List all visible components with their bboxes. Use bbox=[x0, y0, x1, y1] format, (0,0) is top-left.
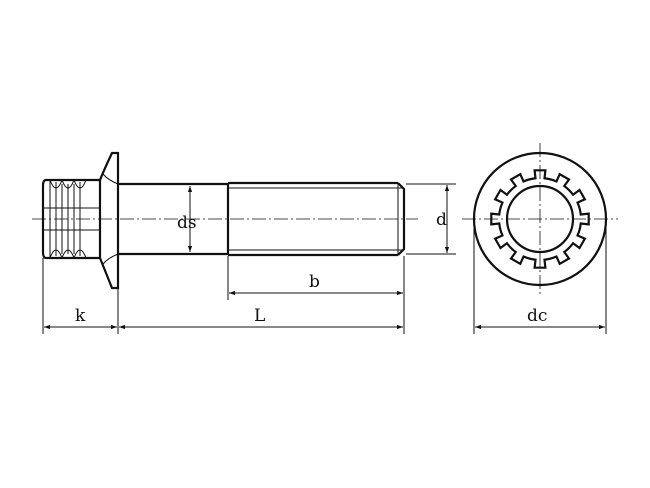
dimension-b: b bbox=[227, 256, 405, 300]
label-b: b bbox=[309, 272, 320, 292]
dimension-dc: dc bbox=[473, 221, 607, 334]
dimension-d: d bbox=[406, 183, 456, 255]
bolt-end-view bbox=[462, 143, 618, 295]
bolt-side-view bbox=[32, 151, 418, 290]
label-dc: dc bbox=[527, 306, 547, 326]
label-ds: ds bbox=[177, 213, 197, 233]
bolt-flange bbox=[98, 151, 120, 290]
bolt-head bbox=[41, 178, 102, 260]
dimension-k: k bbox=[42, 258, 117, 334]
bolt-shank bbox=[118, 182, 230, 256]
dimension-L: L bbox=[117, 288, 405, 334]
dimension-ds: ds bbox=[177, 186, 197, 252]
head-teeth bbox=[490, 169, 590, 269]
twelve-point-outline bbox=[490, 169, 590, 269]
bolt-thread bbox=[228, 181, 406, 257]
label-L: L bbox=[254, 306, 265, 326]
label-k: k bbox=[75, 306, 86, 326]
label-d: d bbox=[436, 210, 447, 230]
